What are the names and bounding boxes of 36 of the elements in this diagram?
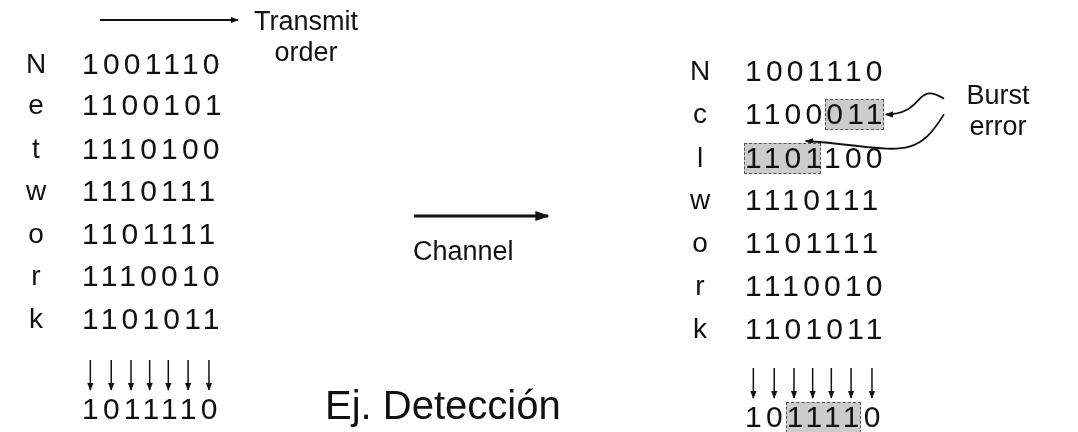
row-letter: r xyxy=(30,262,42,290)
bit-string: 1101100 xyxy=(745,143,887,173)
row-letter: N xyxy=(688,57,712,85)
bit-string: 1101011 xyxy=(82,304,224,334)
bit-string: 1011110 xyxy=(82,394,222,424)
row-letter: r xyxy=(694,272,706,300)
row-letter: w xyxy=(24,177,48,205)
row-letter: w xyxy=(688,186,712,214)
row-letter: o xyxy=(691,229,709,257)
channel-label: Channel xyxy=(413,238,514,265)
row-letter: c xyxy=(692,100,708,128)
bit-string: 1101111 xyxy=(82,219,220,249)
bit-string: 1110111 xyxy=(82,176,220,206)
bit-string: 1110100 xyxy=(82,134,224,164)
row-letter: k xyxy=(28,305,44,333)
bit-string: 1101011 xyxy=(745,314,887,344)
bit-string: 1110010 xyxy=(82,261,224,291)
bit-string: 1100101 xyxy=(82,90,226,120)
arrow xyxy=(884,92,945,118)
row-letter: e xyxy=(27,91,45,119)
row-letter: l xyxy=(695,144,705,172)
bit-string: 1100011 xyxy=(745,99,887,129)
row-letter: N xyxy=(24,50,48,78)
direction-label: Transmit order xyxy=(253,6,359,69)
bit-string: 1011110 xyxy=(745,402,885,432)
caption: Ej. Detección xyxy=(325,385,561,425)
arrow xyxy=(804,113,945,150)
callout-label: Burst error xyxy=(948,80,1048,143)
bit-string: 1110010 xyxy=(745,271,887,301)
bit-string: 1110111 xyxy=(745,185,883,215)
bit-string: 1001110 xyxy=(745,56,887,86)
bit-string: 1101111 xyxy=(745,228,883,258)
row-letter: o xyxy=(27,220,45,248)
bit-string: 1001110 xyxy=(82,49,224,79)
row-letter: t xyxy=(31,135,41,163)
row-letter: k xyxy=(692,315,708,343)
